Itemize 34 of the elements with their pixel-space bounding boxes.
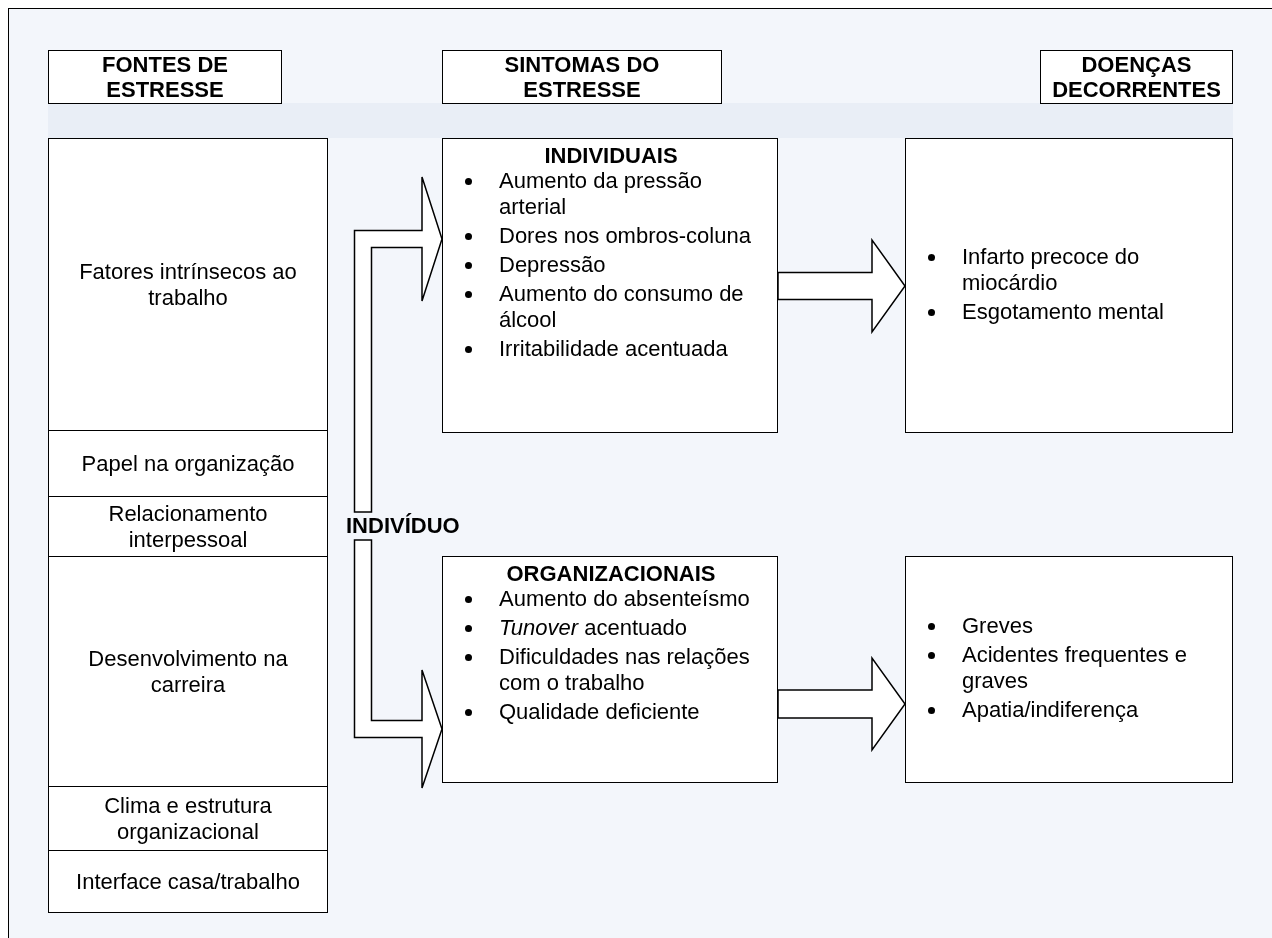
box-heading: ORGANIZACIONAIS [505,561,717,586]
block-arrow [353,539,443,789]
stress-source-box: Clima e estrutura organizacional [48,786,328,851]
symptom-box [442,138,778,433]
bullet-item: Apatia/indiferença [962,697,1139,722]
bullet-item: Aumento da pressão arterial [499,168,703,219]
stress-source-box: Relacionamento interpessoal [48,496,328,557]
block-arrow [777,655,906,753]
bullet-item: Greves [962,613,1033,638]
bullet-item: Aumento do consumo de álcool [499,281,744,332]
stress-source-box: Fatores intrínsecos ao trabalho [48,138,328,431]
symptom-box [442,556,778,783]
column-header: DOENÇAS DECORRENTES [1040,50,1233,104]
block-arrow [353,176,443,513]
bullet-item: Dificuldades nas relações com o trabalho [499,644,750,695]
block-arrow [777,237,906,335]
disease-box [905,556,1233,783]
stress-source-box: Papel na organização [48,430,328,497]
stress-source-box: Interface casa/trabalho [48,850,328,913]
bullet-item: Infarto precoce do miocárdio [962,243,1140,295]
bullet-item: Acidentes frequentes e graves [962,642,1188,693]
bullet-item: Dores nos ombros-coluna [499,223,751,248]
center-label: INDIVÍDUO [346,512,464,540]
bullet-item: Depressão [499,252,606,277]
stress-source-box: Desenvolvimento na carreira [48,556,328,787]
box-heading: INDIVIDUAIS [543,143,679,168]
bullet-item: Aumento do absenteísmo [499,586,750,611]
bullet-item: Irritabilidade acentuada [499,336,728,361]
bullet-item: Esgotamento mental [962,298,1164,324]
bullet-item: Tunover acentuado [499,615,687,640]
disease-box [905,138,1233,433]
column-header: SINTOMAS DO ESTRESSE [442,50,722,104]
bullet-item: Qualidade deficiente [499,699,700,724]
column-header: FONTES DE ESTRESSE [48,50,282,104]
